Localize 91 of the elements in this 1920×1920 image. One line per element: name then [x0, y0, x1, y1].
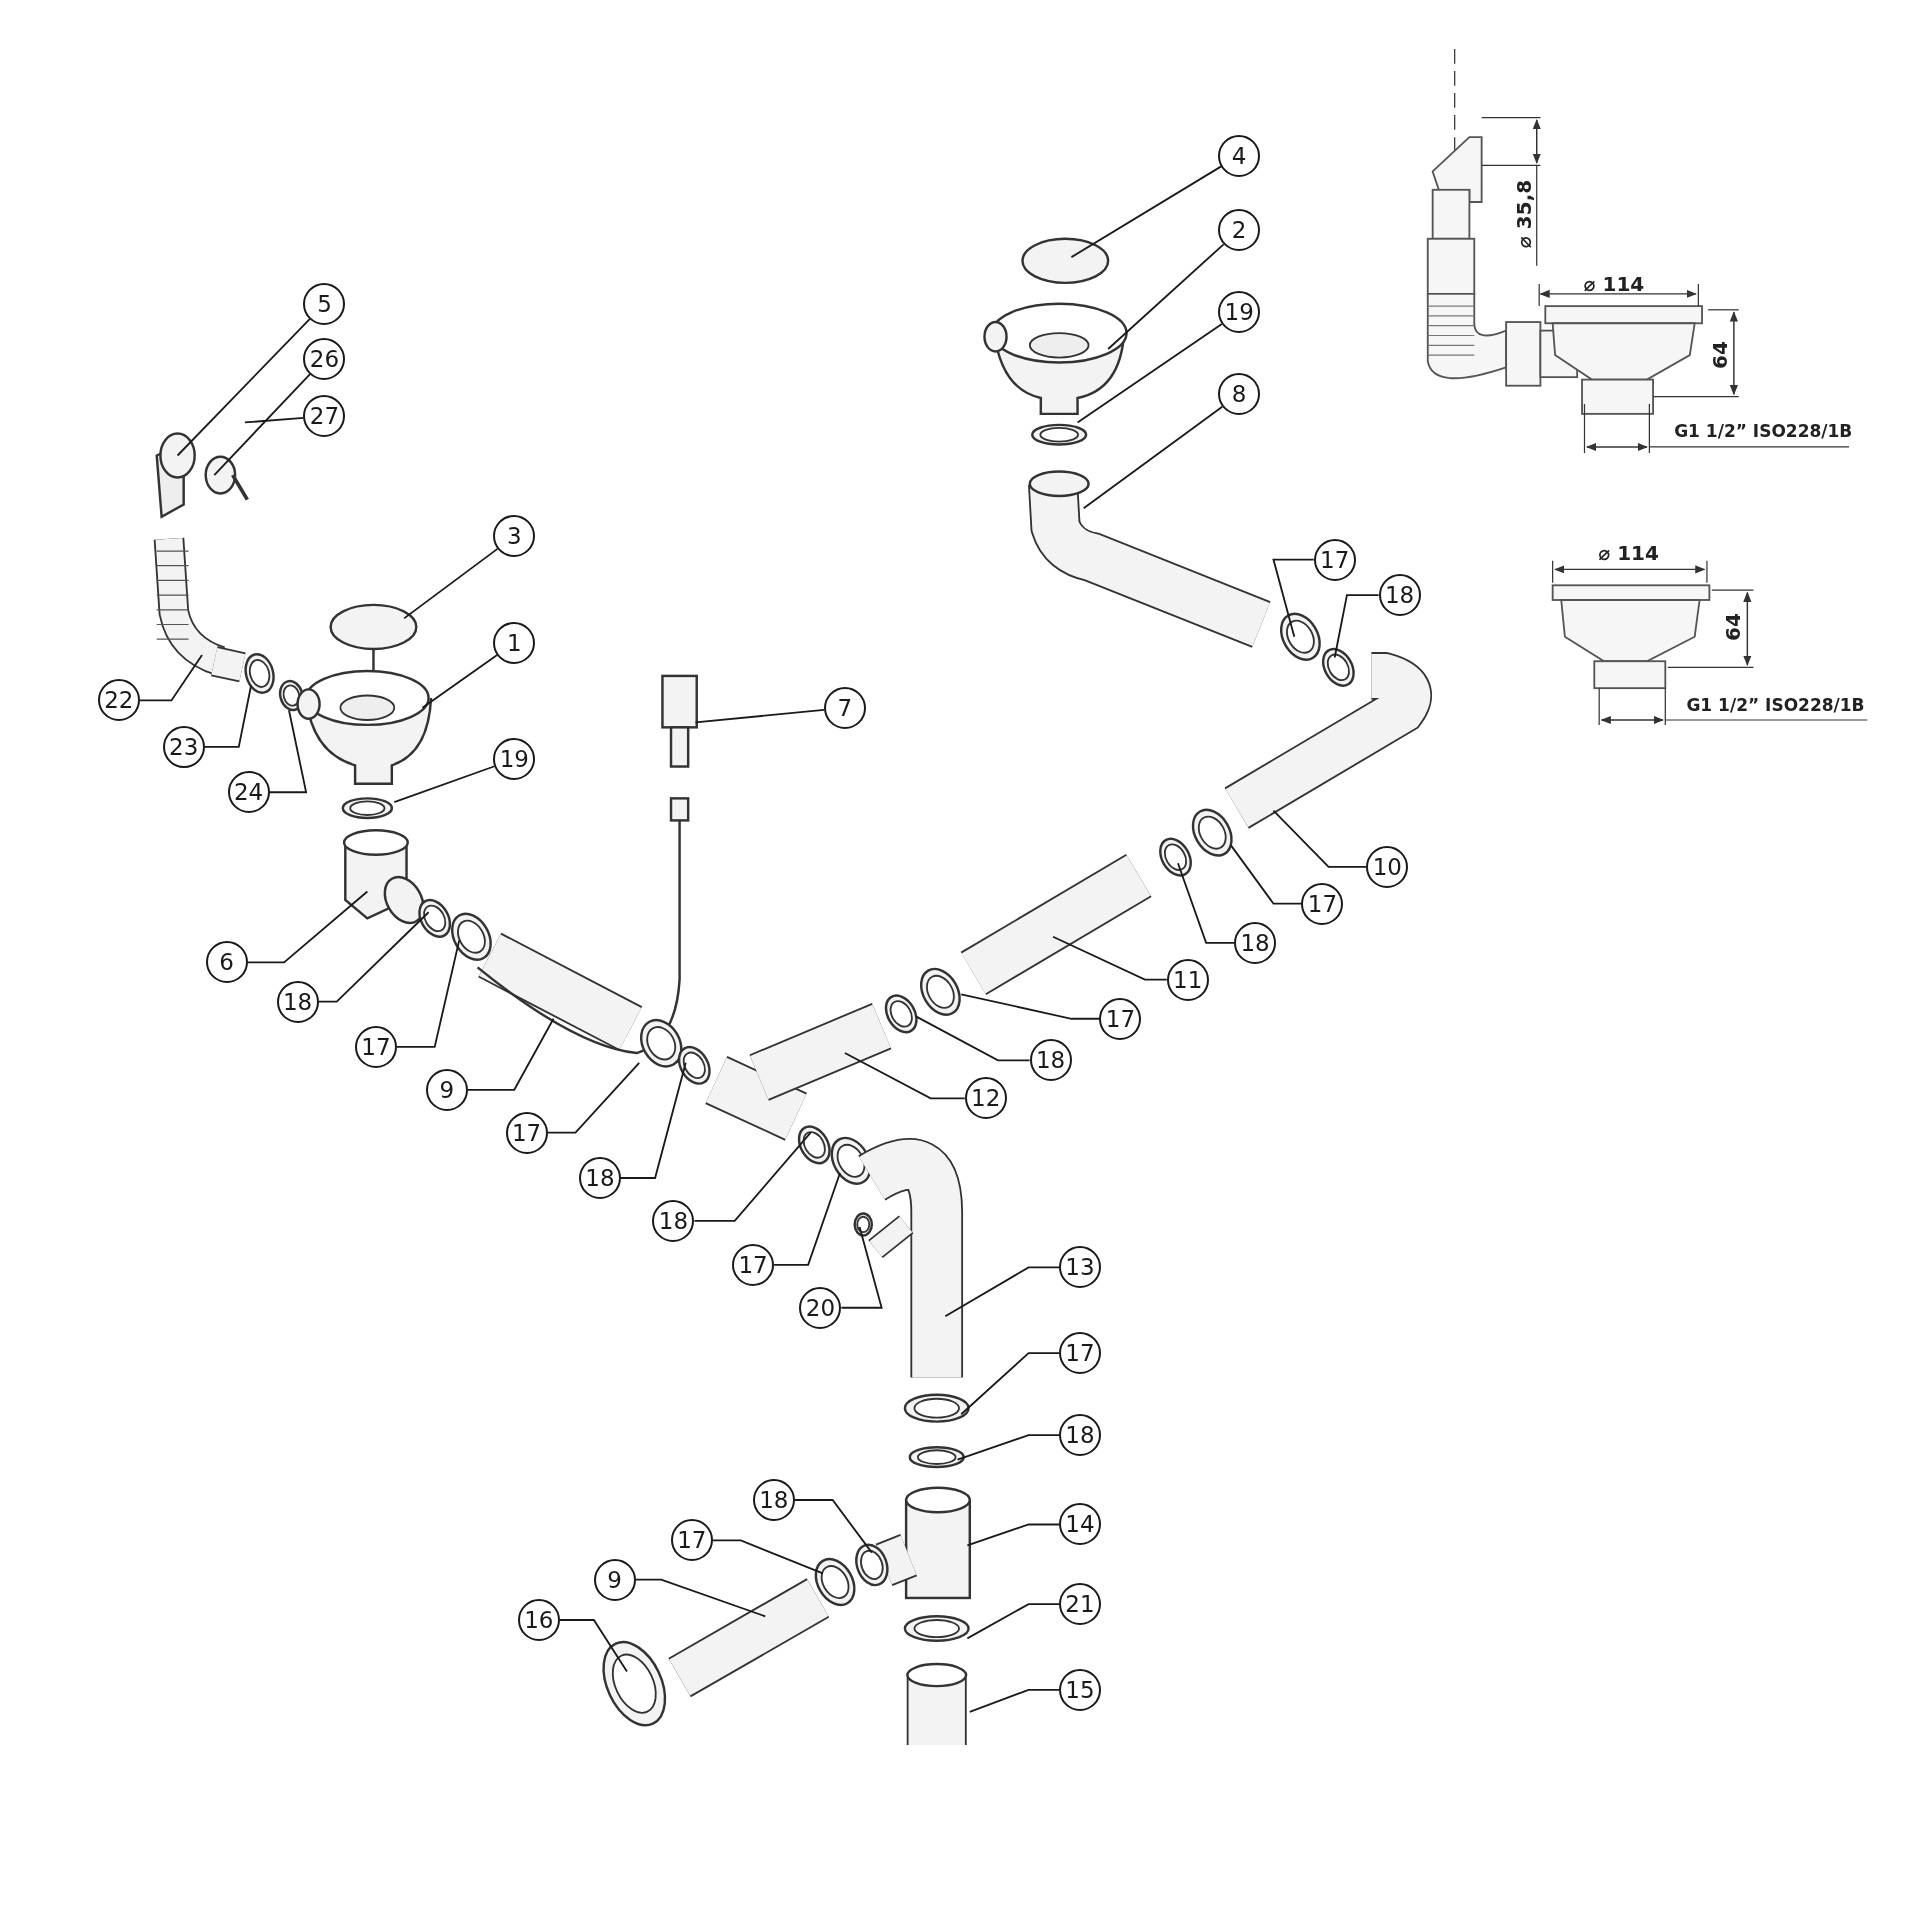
- leader-line: [558, 1619, 628, 1673]
- callout-number: 9: [593, 1558, 636, 1601]
- callout-number: 23: [162, 725, 205, 768]
- leader-line: [138, 654, 203, 702]
- dimension-label: G1 1/2” ISO228/1B: [1686, 695, 1865, 716]
- callout-number: 5: [303, 282, 346, 325]
- leader-line: [956, 1434, 1060, 1461]
- callout-number: 4: [1218, 134, 1261, 177]
- leader-line: [966, 1523, 1060, 1547]
- leader-line: [546, 1061, 641, 1134]
- callout-number: 17: [1301, 882, 1344, 925]
- leader-line: [1070, 165, 1223, 259]
- callout-number: 10: [1366, 845, 1409, 888]
- callout-number: 12: [964, 1077, 1007, 1120]
- leader-line: [844, 1052, 966, 1100]
- callout-number: 17: [732, 1243, 775, 1286]
- leader-line: [773, 1172, 841, 1266]
- leader-line: [1272, 809, 1368, 868]
- leader-line: [1333, 594, 1380, 659]
- leader-line: [176, 317, 311, 457]
- callout-number: 18: [1234, 921, 1277, 964]
- leader-line: [244, 417, 305, 424]
- callout-number: 20: [799, 1286, 842, 1329]
- leader-line: [793, 1499, 873, 1554]
- callout-number: 7: [823, 686, 866, 729]
- leader-line: [1177, 862, 1235, 944]
- callout-number: 13: [1059, 1246, 1101, 1289]
- leader-line: [944, 1266, 1060, 1318]
- callout-number: 8: [1218, 373, 1261, 416]
- leader-line: [403, 547, 499, 620]
- leader-line: [634, 1578, 767, 1618]
- callout-number: 18: [1029, 1039, 1072, 1082]
- leader-line: [966, 1603, 1060, 1640]
- dimension-label: G1 1/2” ISO228/1B: [1674, 421, 1853, 441]
- callout-number: 18: [579, 1156, 621, 1199]
- dimension-label: 64: [1708, 341, 1733, 369]
- callout-number: 18: [1059, 1414, 1101, 1457]
- callout-number: 17: [1099, 997, 1142, 1040]
- callout-number: 22: [97, 679, 140, 722]
- callout-number: 26: [303, 337, 346, 380]
- callout-number: 24: [227, 771, 270, 814]
- dimension-label: ⌀ 114: [1583, 272, 1645, 297]
- callout-number: 3: [493, 515, 536, 558]
- leader-line: [317, 911, 430, 1003]
- dimension-label: ⌀ 35,8: [1512, 180, 1537, 249]
- leader-line: [960, 1352, 1060, 1416]
- callout-number: 14: [1059, 1503, 1101, 1546]
- leader-line: [1272, 558, 1315, 638]
- callout-number: 17: [670, 1519, 713, 1562]
- callout-number: 19: [493, 738, 536, 781]
- leader-line: [203, 684, 252, 748]
- dimension-label: 64: [1720, 613, 1745, 641]
- leader-line: [620, 1061, 687, 1179]
- callout-number: 18: [1378, 574, 1421, 617]
- leader-line: [246, 890, 369, 964]
- leader-line: [711, 1539, 824, 1575]
- callout-number: 21: [1059, 1583, 1101, 1626]
- leader-line: [1229, 844, 1303, 905]
- leader-line: [467, 1017, 555, 1091]
- leader-line: [915, 1015, 1031, 1062]
- leader-line: [968, 1688, 1060, 1713]
- callout-number: 18: [276, 980, 319, 1023]
- callout-number: 18: [652, 1199, 695, 1242]
- leader-line: [421, 654, 499, 709]
- leader-line: [840, 1226, 883, 1309]
- leader-line: [1082, 405, 1224, 510]
- callout-number: 18: [752, 1479, 795, 1521]
- callout-number: 17: [505, 1111, 548, 1154]
- leader-line: [268, 709, 308, 794]
- callout-number: 15: [1059, 1668, 1101, 1711]
- callout-number: 19: [1218, 291, 1261, 334]
- callout-number: 2: [1218, 209, 1261, 252]
- leader-line: [960, 993, 1101, 1020]
- leader-line: [213, 373, 311, 477]
- callout-number: 17: [1313, 538, 1356, 581]
- callout-number: 11: [1166, 958, 1209, 1001]
- callout-number: 27: [303, 395, 346, 438]
- leader-line: [1076, 323, 1223, 424]
- leader-line: [1107, 243, 1225, 350]
- callout-number: 1: [493, 621, 536, 664]
- callout-number: 9: [425, 1068, 468, 1111]
- callout-number: 16: [517, 1599, 560, 1641]
- callout-number: 17: [1059, 1332, 1101, 1375]
- leader-line: [396, 939, 461, 1048]
- leader-line: [1052, 935, 1168, 981]
- dimension-label: ⌀ 114: [1598, 541, 1659, 566]
- callout-number: 6: [205, 941, 248, 984]
- leader-line: [693, 1131, 812, 1222]
- leader-line: [694, 708, 825, 724]
- callout-number: 17: [354, 1025, 397, 1068]
- leader-line: [393, 765, 496, 803]
